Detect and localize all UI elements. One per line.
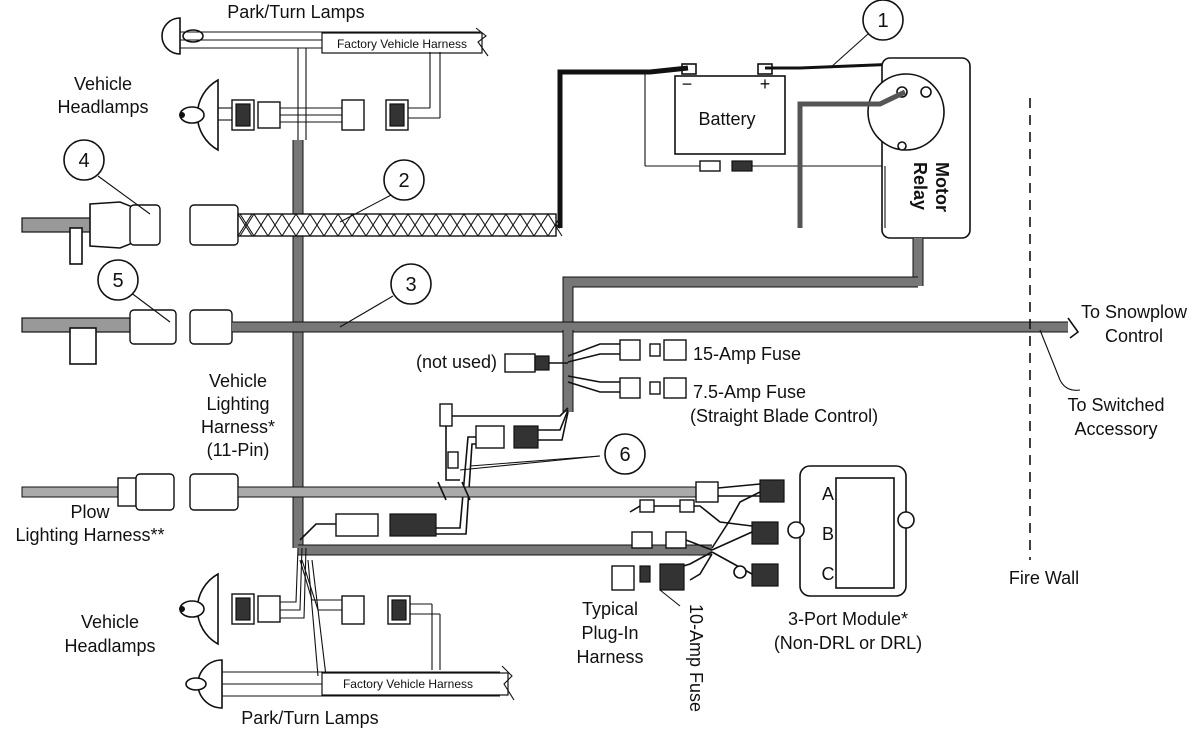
park-turn-lamps-top-label: Park/Turn Lamps — [227, 2, 364, 22]
plow-power-harness-2 — [21, 201, 563, 265]
vehicle-lighting-label-1: Vehicle — [209, 371, 267, 391]
vehicle-headlamps-bottom-label-1: Vehicle — [81, 612, 139, 632]
fuse-75-label: 7.5-Amp Fuse — [693, 382, 806, 402]
factory-harness-bottom-label: Factory Vehicle Harness — [343, 677, 473, 691]
park-turn-lamp-top — [161, 17, 489, 57]
plow-lighting-label-1: Plow — [70, 502, 110, 522]
svg-text:1: 1 — [877, 10, 888, 32]
to-snowplow-label-2: Control — [1105, 326, 1163, 346]
svg-text:5: 5 — [112, 270, 123, 292]
module-port-a-label: A — [822, 484, 834, 504]
svg-text:6: 6 — [619, 444, 630, 466]
to-snowplow-label-1: To Snowplow — [1081, 302, 1188, 322]
plow-lighting-label-2: Lighting Harness** — [15, 525, 164, 545]
to-switched-label-2: Accessory — [1074, 419, 1157, 439]
vehicle-headlamps-top-label-1: Vehicle — [74, 74, 132, 94]
typical-plug-label-3: Harness — [576, 647, 643, 667]
module-label-1: 3-Port Module* — [788, 609, 908, 629]
vehicle-headlamps-top-label-2: Headlamps — [57, 97, 148, 117]
callout-2: 2 — [383, 159, 425, 201]
vehicle-lighting-harness-trunk — [292, 48, 307, 548]
vehicle-lighting-label-3: Harness* — [201, 417, 275, 437]
switched-accessory-harness-6 — [436, 403, 601, 535]
factory-harness-box-bottom — [321, 672, 509, 696]
motor-relay-label-2: Relay — [910, 162, 930, 210]
not-used-label: (not used) — [416, 352, 497, 372]
vehicle-headlamp-top — [179, 52, 441, 152]
module-port-b-label: B — [822, 524, 834, 544]
motor-relay-label-1: Motor — [932, 162, 952, 212]
module-port-c-label: C — [822, 564, 835, 584]
fuse-75-note-label: (Straight Blade Control) — [690, 406, 878, 426]
battery-minus-label: − — [682, 74, 693, 94]
battery-label: Battery — [698, 109, 755, 129]
typical-plug-label-2: Plug-In — [581, 623, 638, 643]
vehicle-headlamps-bottom-label-2: Headlamps — [64, 636, 155, 656]
vehicle-lighting-label-2: Lighting — [206, 394, 269, 414]
factory-harness-box-top — [321, 32, 483, 54]
vehicle-lighting-label-4: (11-Pin) — [207, 440, 270, 460]
park-turn-lamp-bottom — [185, 659, 515, 709]
control-harness-3 — [21, 309, 1081, 391]
vehicle-headlamp-bottom — [179, 547, 441, 677]
to-switched-label-1: To Switched — [1067, 395, 1164, 415]
battery-plus-label: + — [760, 74, 771, 94]
battery — [557, 62, 932, 228]
plow-lighting-harness — [21, 473, 785, 511]
park-turn-lamps-bottom-label: Park/Turn Lamps — [241, 708, 378, 728]
svg-text:3: 3 — [405, 274, 416, 296]
fuse-15-label: 15-Amp Fuse — [693, 344, 801, 364]
callout-5: 5 — [97, 259, 139, 301]
lower-harness-connectors — [298, 513, 712, 556]
three-port-module — [611, 465, 915, 597]
fuse-branch — [504, 330, 687, 412]
callout-6: 6 — [604, 433, 646, 475]
svg-text:2: 2 — [398, 170, 409, 192]
svg-text:4: 4 — [78, 150, 89, 172]
module-label-2: (Non-DRL or DRL) — [774, 633, 922, 653]
fire-wall-label: Fire Wall — [1009, 568, 1079, 588]
callout-3: 3 — [390, 263, 432, 305]
callout-1: 1 — [862, 0, 904, 41]
motor-relay — [562, 57, 971, 330]
factory-harness-top-label: Factory Vehicle Harness — [337, 37, 467, 51]
fuse-10-label: 10-Amp Fuse — [686, 604, 706, 712]
callout-4: 4 — [63, 139, 105, 181]
typical-plug-label-1: Typical — [582, 599, 638, 619]
